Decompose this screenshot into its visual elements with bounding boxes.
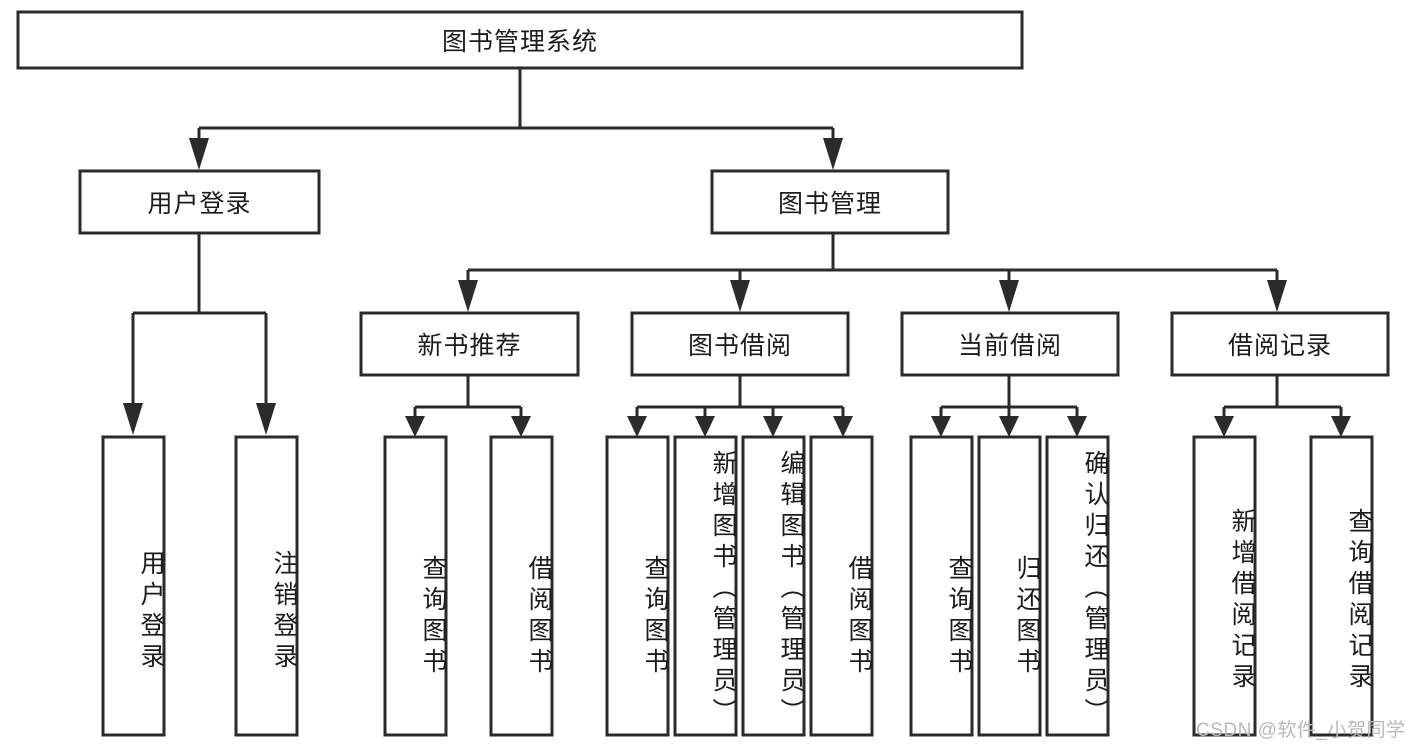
- arrow-head-leaf-logout: [256, 403, 276, 435]
- node-box-new-book-recommend[interactable]: [359, 311, 580, 377]
- arrow-head-book-management: [823, 138, 843, 170]
- connector-layer: [123, 68, 1351, 437]
- leaf-box-leaf-add-record[interactable]: [1192, 435, 1257, 737]
- leaf-box-leaf-user-login[interactable]: [101, 435, 166, 737]
- arrow-head-leaf-borrow-book-1: [511, 416, 531, 437]
- arrow-head-leaf-confirm-return: [1067, 416, 1087, 437]
- node-box-book-management[interactable]: [710, 169, 950, 235]
- node-box-current-borrow[interactable]: [900, 311, 1120, 377]
- leaf-box-leaf-query-record[interactable]: [1309, 435, 1374, 737]
- leaf-box-leaf-return-book[interactable]: [977, 435, 1042, 737]
- leaf-box-leaf-confirm-return[interactable]: [1045, 435, 1110, 737]
- arrow-head-current-borrow: [999, 280, 1019, 312]
- arrow-head-book-borrow: [730, 280, 750, 312]
- arrow-head-borrow-record: [1267, 280, 1287, 312]
- leaf-box-leaf-query-book-1[interactable]: [383, 435, 448, 737]
- leaf-box-leaf-add-book[interactable]: [673, 435, 738, 737]
- arrow-head-leaf-query-book-3: [931, 416, 951, 437]
- leaf-box-leaf-logout[interactable]: [234, 435, 299, 737]
- arrow-head-leaf-query-book-2: [627, 416, 647, 437]
- arrow-head-leaf-edit-book: [763, 416, 783, 437]
- arrow-head-leaf-borrow-book-2: [833, 416, 853, 437]
- leaf-box-leaf-borrow-book-2[interactable]: [809, 435, 874, 737]
- node-box-borrow-record[interactable]: [1170, 311, 1390, 377]
- node-box-layer: [16, 10, 1390, 737]
- leaf-box-leaf-query-book-3[interactable]: [909, 435, 974, 737]
- arrow-head-leaf-query-book-1: [405, 416, 425, 437]
- node-box-book-borrow[interactable]: [630, 311, 850, 377]
- arrow-head-new-book-recommend: [458, 280, 478, 312]
- node-box-root[interactable]: [16, 10, 1024, 70]
- leaf-box-leaf-query-book-2[interactable]: [605, 435, 670, 737]
- arrow-head-leaf-return-book: [999, 416, 1019, 437]
- arrow-head-user-login: [189, 138, 209, 170]
- node-box-user-login[interactable]: [78, 169, 321, 235]
- leaf-box-leaf-borrow-book-1[interactable]: [489, 435, 554, 737]
- leaf-box-leaf-edit-book[interactable]: [741, 435, 806, 737]
- arrow-head-leaf-user-login: [123, 403, 143, 435]
- arrow-head-leaf-add-book: [695, 416, 715, 437]
- arrow-head-leaf-query-record: [1331, 416, 1351, 437]
- arrow-head-leaf-add-record: [1214, 416, 1234, 437]
